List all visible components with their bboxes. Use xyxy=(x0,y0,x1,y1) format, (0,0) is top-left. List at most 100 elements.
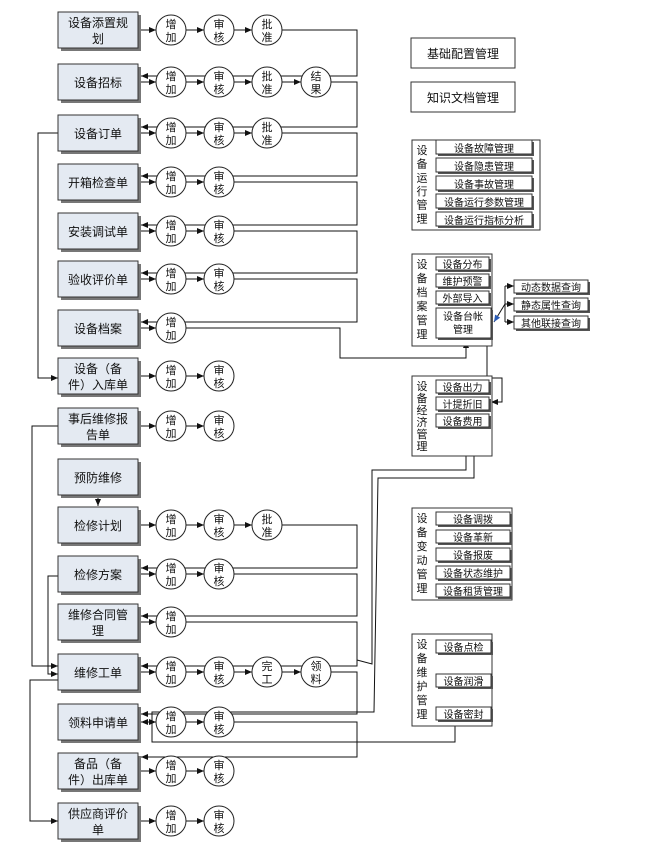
step-增加[interactable]: 增加 xyxy=(155,66,187,98)
group-item-3[interactable]: 设备费用 xyxy=(435,413,491,429)
step-circle[interactable] xyxy=(251,117,283,149)
process-box[interactable] xyxy=(57,163,139,201)
step-审核[interactable]: 审核 xyxy=(203,360,235,392)
process-box[interactable] xyxy=(57,458,139,496)
group-item-5[interactable]: 设备运行指标分析 xyxy=(435,211,534,228)
process-box[interactable] xyxy=(57,752,139,790)
step-审核[interactable]: 审核 xyxy=(203,410,235,442)
item-box[interactable] xyxy=(513,297,589,312)
group-item-2[interactable]: 维护预警 xyxy=(435,273,491,289)
step-增加[interactable]: 增加 xyxy=(155,215,187,247)
step-增加[interactable]: 增加 xyxy=(155,656,187,688)
step-增加[interactable]: 增加 xyxy=(155,410,187,442)
process-box[interactable] xyxy=(57,653,139,691)
step-增加[interactable]: 增加 xyxy=(155,805,187,837)
group-item-1[interactable]: 设备出力 xyxy=(435,379,491,395)
step-增加[interactable]: 增加 xyxy=(155,360,187,392)
step-circle[interactable] xyxy=(251,14,283,46)
process-box[interactable] xyxy=(57,407,139,445)
group-item-2[interactable]: 计提折旧 xyxy=(435,396,491,412)
step-增加[interactable]: 增加 xyxy=(155,755,187,787)
step-审核[interactable]: 审核 xyxy=(203,263,235,295)
step-circle[interactable] xyxy=(300,66,332,98)
item-box[interactable] xyxy=(435,193,533,209)
group-item-2[interactable]: 设备革新 xyxy=(435,529,512,545)
query-item-2[interactable]: 静态属性查询 xyxy=(513,297,590,313)
process-box[interactable] xyxy=(57,603,139,641)
step-circle[interactable] xyxy=(251,509,283,541)
step-circle[interactable] xyxy=(155,263,187,295)
step-增加[interactable]: 增加 xyxy=(155,558,187,590)
step-审核[interactable]: 审核 xyxy=(203,14,235,46)
group-item-1[interactable]: 设备分布 xyxy=(435,256,491,272)
step-circle[interactable] xyxy=(155,66,187,98)
process-4[interactable]: 开箱检查单增加审核 xyxy=(57,163,235,203)
item-box[interactable] xyxy=(435,639,492,654)
process-box[interactable] xyxy=(57,309,139,347)
step-批准[interactable]: 批准 xyxy=(251,66,283,98)
process-15[interactable]: 领料申请单增加审核 xyxy=(57,703,235,743)
step-circle[interactable] xyxy=(155,706,187,738)
step-circle[interactable] xyxy=(203,14,235,46)
step-增加[interactable]: 增加 xyxy=(155,312,187,344)
item-box[interactable] xyxy=(435,307,492,339)
step-增加[interactable]: 增加 xyxy=(155,606,187,638)
step-circle[interactable] xyxy=(203,558,235,590)
query-item-3[interactable]: 其他联接查询 xyxy=(513,315,590,331)
process-3[interactable]: 设备订单增加审核批准 xyxy=(57,114,283,154)
step-circle[interactable] xyxy=(203,166,235,198)
step-审核[interactable]: 审核 xyxy=(203,755,235,787)
process-box[interactable] xyxy=(57,506,139,544)
step-circle[interactable] xyxy=(203,755,235,787)
step-circle[interactable] xyxy=(251,66,283,98)
step-circle[interactable] xyxy=(155,312,187,344)
process-2[interactable]: 设备招标增加审核批准结果 xyxy=(57,63,332,103)
item-box[interactable] xyxy=(435,290,490,305)
process-box[interactable] xyxy=(57,114,139,152)
step-增加[interactable]: 增加 xyxy=(155,706,187,738)
item-box[interactable] xyxy=(435,157,533,173)
step-circle[interactable] xyxy=(155,558,187,590)
process-7[interactable]: 设备档案增加 xyxy=(57,309,187,349)
step-增加[interactable]: 增加 xyxy=(155,509,187,541)
step-circle[interactable] xyxy=(155,360,187,392)
group-item-1[interactable]: 设备故障管理 xyxy=(435,139,534,156)
top-box-2[interactable]: 知识文档管理 xyxy=(410,81,516,113)
step-领料[interactable]: 领料 xyxy=(300,656,332,688)
process-box[interactable] xyxy=(57,11,139,49)
item-box[interactable] xyxy=(435,379,490,394)
item-box[interactable] xyxy=(513,279,589,294)
step-增加[interactable]: 增加 xyxy=(155,14,187,46)
step-circle[interactable] xyxy=(155,805,187,837)
step-circle[interactable] xyxy=(155,656,187,688)
group-item-2[interactable]: 设备隐患管理 xyxy=(435,157,534,174)
step-circle[interactable] xyxy=(203,66,235,98)
process-14[interactable]: 维修工单增加审核完工领料 xyxy=(57,653,332,693)
step-circle[interactable] xyxy=(155,166,187,198)
step-批准[interactable]: 批准 xyxy=(251,14,283,46)
process-11[interactable]: 检修计划增加审核批准 xyxy=(57,506,283,546)
item-box[interactable] xyxy=(435,211,533,227)
process-box[interactable] xyxy=(57,555,139,593)
step-结果[interactable]: 结果 xyxy=(300,66,332,98)
process-box[interactable] xyxy=(57,703,139,741)
item-box[interactable] xyxy=(435,547,511,562)
step-circle[interactable] xyxy=(203,117,235,149)
step-circle[interactable] xyxy=(155,215,187,247)
process-5[interactable]: 安装调试单增加审核 xyxy=(57,212,235,252)
step-增加[interactable]: 增加 xyxy=(155,263,187,295)
group-item-4[interactable]: 设备状态维护 xyxy=(435,565,512,581)
step-审核[interactable]: 审核 xyxy=(203,509,235,541)
group-item-3[interactable]: 设备报废 xyxy=(435,547,512,563)
top-box-frame[interactable] xyxy=(410,37,516,69)
item-box[interactable] xyxy=(435,139,533,155)
item-box[interactable] xyxy=(435,565,511,580)
process-box[interactable] xyxy=(57,63,139,101)
step-circle[interactable] xyxy=(203,360,235,392)
step-完工[interactable]: 完工 xyxy=(251,656,283,688)
